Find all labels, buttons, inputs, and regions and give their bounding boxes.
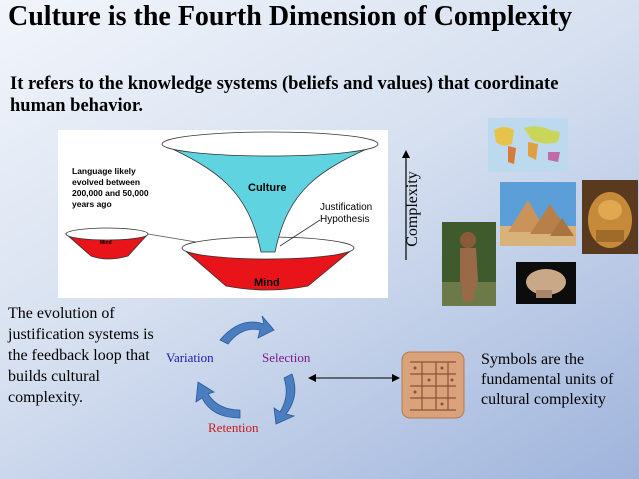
culture-label: Culture bbox=[248, 182, 287, 194]
justification-label: Justification Hypothesis bbox=[320, 202, 373, 225]
feedback-loop-text: The evolution of justification systems i… bbox=[8, 305, 154, 406]
world-map-image bbox=[488, 118, 568, 172]
justification-pointer bbox=[279, 219, 321, 247]
symbols-text: Symbols are the fundamental units of cul… bbox=[481, 351, 614, 408]
slide-subtitle: It refers to the knowledge systems (beli… bbox=[10, 74, 559, 116]
culture-rim bbox=[161, 131, 379, 157]
person-image bbox=[442, 222, 496, 306]
language-note: Language likely evolved between 200,000 … bbox=[72, 166, 149, 209]
mind-big-label: Mind bbox=[254, 277, 280, 289]
selection-label: Selection bbox=[262, 350, 311, 365]
arrow-top bbox=[219, 315, 275, 345]
retention-label: Retention bbox=[208, 420, 259, 435]
cycle-diagram: Variation Selection Retention bbox=[160, 310, 350, 440]
arrow-right bbox=[273, 373, 296, 425]
small-mind-rim bbox=[65, 227, 149, 241]
skull-image bbox=[516, 262, 576, 304]
funnel-diagram: Language likely evolved between 200,000 … bbox=[58, 130, 388, 298]
complexity-arrow bbox=[402, 150, 410, 260]
variation-label: Variation bbox=[166, 350, 214, 365]
arrow-left bbox=[195, 381, 241, 419]
cycle-arrows bbox=[195, 315, 296, 425]
artifact-image bbox=[582, 180, 638, 254]
mind-small-label: Mind bbox=[100, 240, 112, 246]
pyramids-image bbox=[500, 182, 576, 246]
culture-funnel bbox=[161, 143, 379, 253]
complexity-label: Complexity bbox=[404, 171, 421, 247]
cuneiform-tablet-image bbox=[400, 350, 466, 420]
funnel-graphic bbox=[64, 131, 379, 291]
double-arrow bbox=[308, 374, 400, 382]
slide-title: Culture is the Fourth Dimension of Compl… bbox=[8, 1, 573, 32]
